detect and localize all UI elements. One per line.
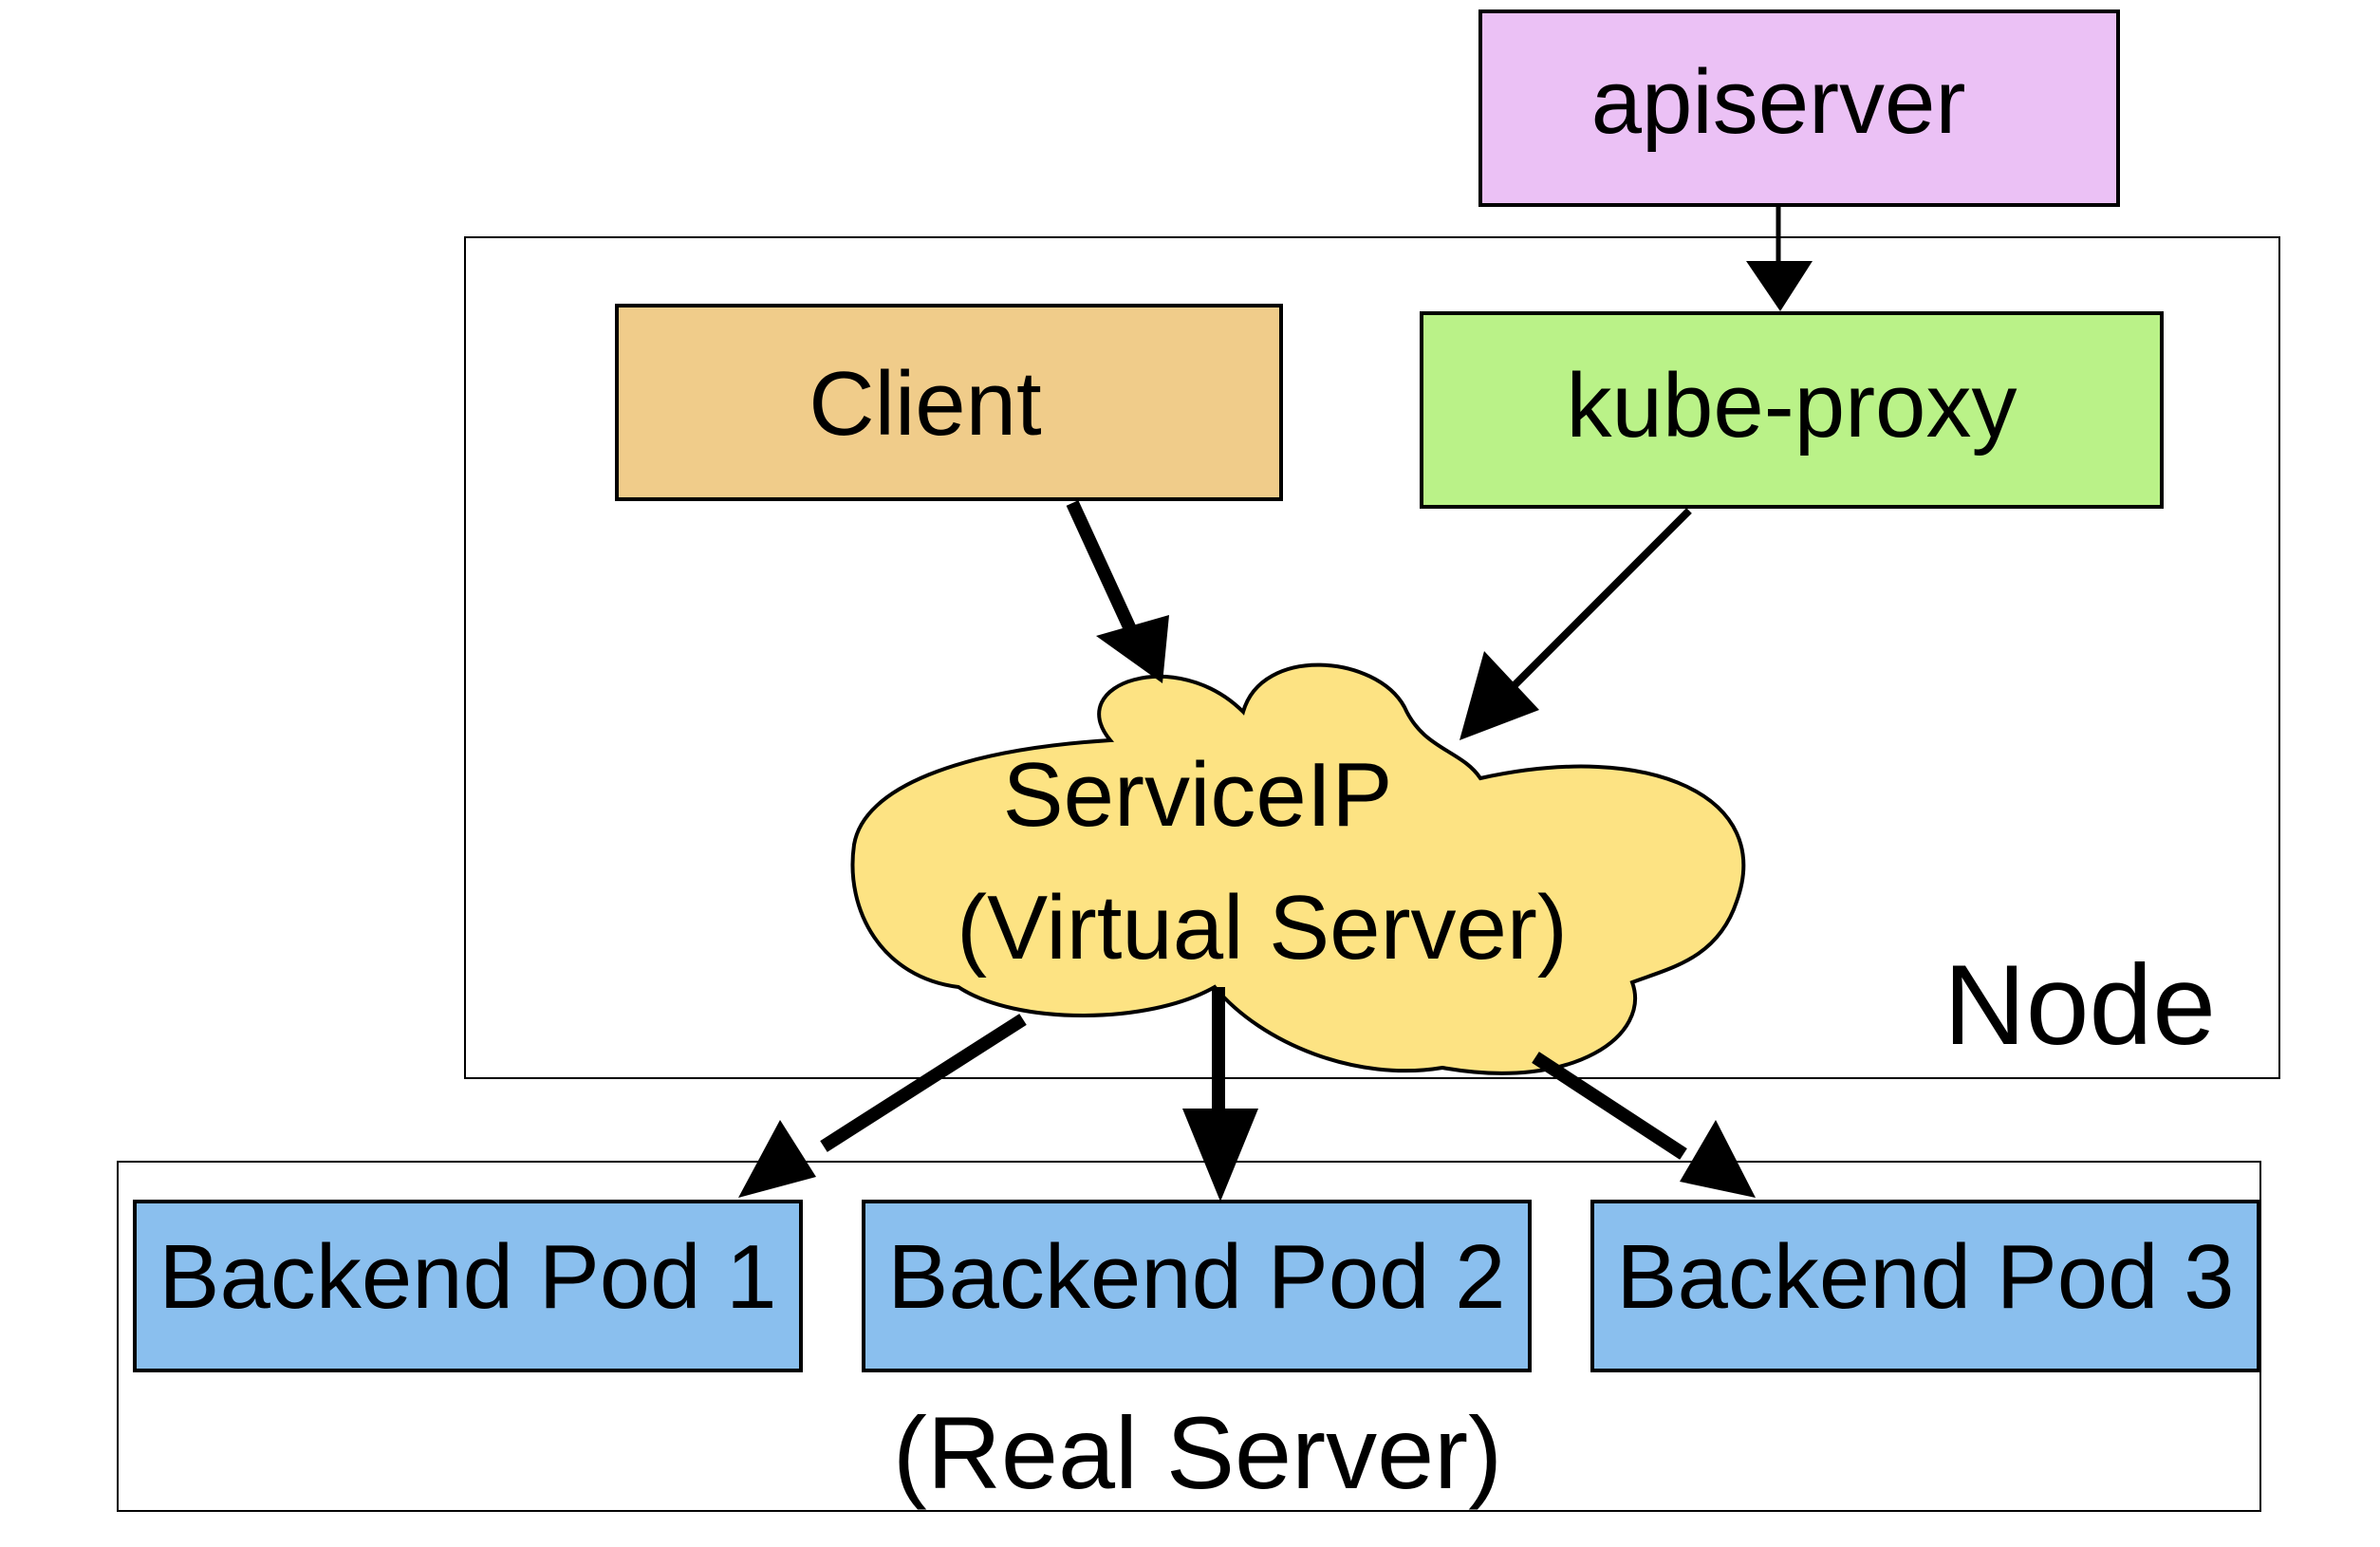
arrow-service-ip-to-pod-1 [820, 1014, 1027, 1152]
client-box [615, 304, 1283, 501]
service-ip-sublabel: (Virtual Server) [957, 877, 1568, 979]
backend-pod-2-box [862, 1200, 1532, 1372]
backend-pod-3-box [1590, 1200, 2260, 1372]
backend-pod-2-label: Backend Pod 2 [887, 1226, 1505, 1328]
node-group-label: Node [1943, 941, 2216, 1069]
node-group-box [464, 236, 2280, 1079]
backend-pod-1-box [133, 1200, 803, 1372]
arrow-kube-proxy-to-service-ip [1510, 508, 1692, 690]
backend-pod-3-label: Backend Pod 3 [1616, 1226, 2234, 1328]
real-server-label: (Real Server) [893, 1395, 1502, 1510]
apiserver-box [1478, 9, 2120, 207]
client-label: Client [809, 353, 1041, 455]
arrow-client-to-service-ip [1066, 500, 1138, 634]
service-ip-cloud [850, 662, 1746, 1075]
arrowhead-apiserver-to-kube-proxy [1746, 261, 1813, 311]
apiserver-label: apiserver [1591, 51, 1966, 153]
arrowhead-service-ip-to-pod-1 [738, 1120, 816, 1198]
arrowhead-service-ip-to-pod-2 [1182, 1109, 1258, 1202]
backend-pod-1-label: Backend Pod 1 [158, 1226, 776, 1328]
arrow-service-ip-to-pod-3 [1532, 1052, 1687, 1160]
kube-proxy-box [1420, 311, 2164, 509]
kube-proxy-label: kube-proxy [1567, 355, 2017, 457]
service-ip-label: ServiceIP [1003, 744, 1393, 846]
arrowhead-client-to-service-ip [1096, 615, 1169, 683]
arrowhead-kube-proxy-to-service-ip [1460, 651, 1539, 740]
arrowhead-service-ip-to-pod-3 [1680, 1120, 1756, 1198]
